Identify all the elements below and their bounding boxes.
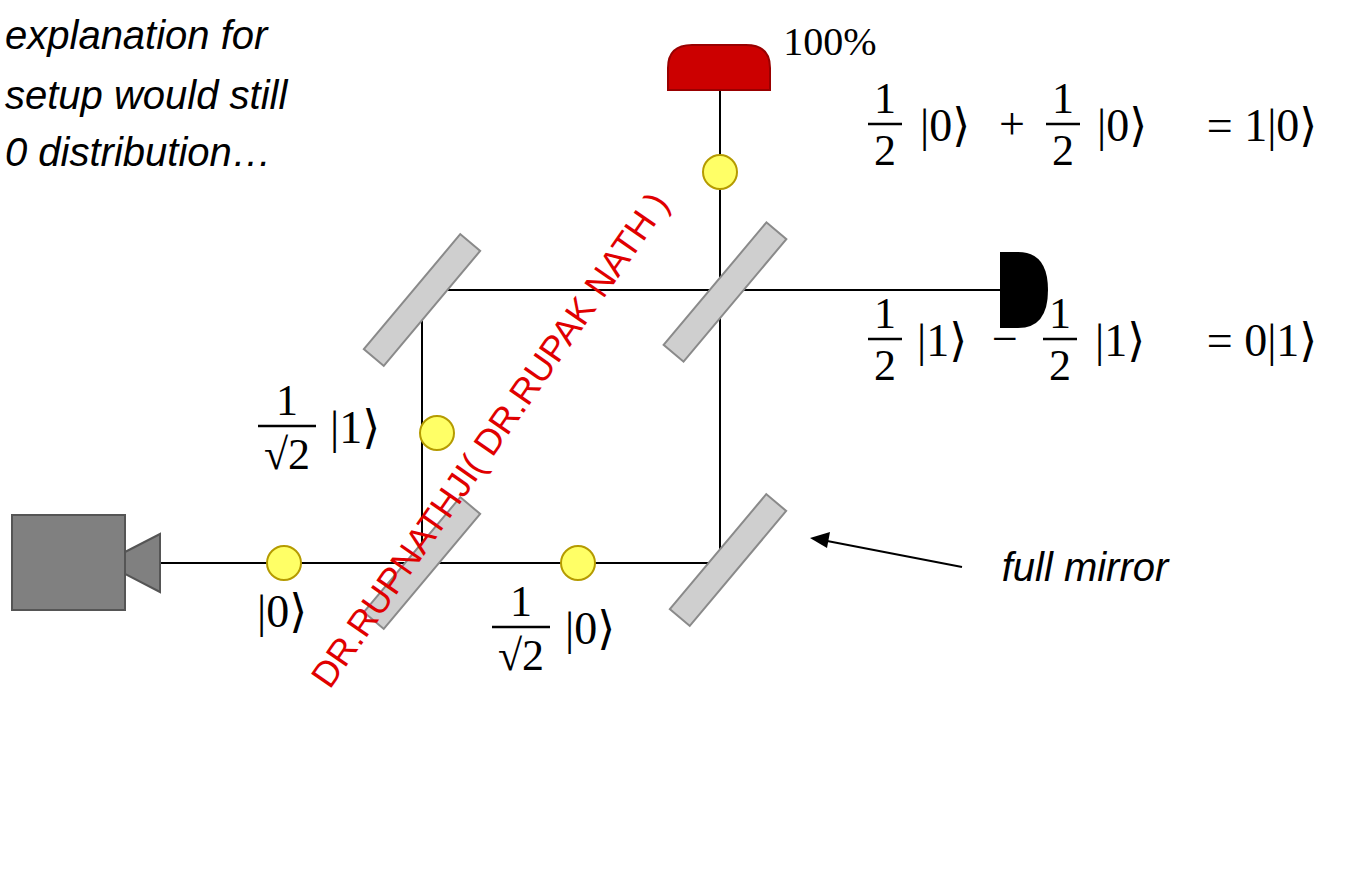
ket-state: |1⟩: [330, 403, 380, 454]
fraction-denominator: 2: [1049, 342, 1071, 390]
equation-result: = 1|0⟩: [1207, 101, 1318, 152]
fraction-numerator: 1: [874, 290, 896, 338]
beam-splitter: [664, 222, 787, 361]
photon-source: [12, 515, 125, 610]
mirror: [364, 234, 480, 366]
ket-state: |1⟩: [1095, 316, 1145, 367]
fraction-numerator: 1: [276, 377, 298, 425]
leader-line: [822, 540, 962, 567]
math-operator: −: [992, 314, 1018, 365]
fraction-numerator: 1: [1049, 290, 1071, 338]
full-mirror: [670, 494, 786, 626]
fraction-denominator: √2: [498, 632, 544, 680]
photon: [267, 546, 301, 580]
ket-state: |0⟩: [257, 587, 307, 638]
ket-state: |0⟩: [920, 101, 970, 152]
note-text: explanation for: [5, 13, 267, 57]
fraction-denominator: 2: [874, 342, 896, 390]
fraction-denominator: 2: [1052, 127, 1074, 175]
detector-lit: [668, 45, 770, 90]
percentage-label: 100%: [783, 20, 876, 64]
photon: [561, 546, 595, 580]
callout-label: full mirror: [1002, 545, 1169, 589]
ket-state: |0⟩: [1097, 101, 1147, 152]
fraction-numerator: 1: [1052, 75, 1074, 123]
fraction-numerator: 1: [874, 75, 896, 123]
note-text: 0 distribution…: [5, 130, 272, 174]
photon: [420, 416, 454, 450]
math-operator: +: [999, 99, 1025, 150]
note-text: setup would still: [5, 73, 287, 117]
fraction-numerator: 1: [510, 578, 532, 626]
ket-state: |1⟩: [917, 316, 967, 367]
source-lens: [125, 534, 160, 592]
ket-state: |0⟩: [565, 604, 615, 655]
equation-result: = 0|1⟩: [1207, 316, 1318, 367]
fraction-bars: [258, 124, 1080, 627]
leader-arrowhead: [810, 532, 830, 548]
photon: [703, 155, 737, 189]
fraction-denominator: √2: [264, 431, 310, 479]
fraction-denominator: 2: [874, 127, 896, 175]
